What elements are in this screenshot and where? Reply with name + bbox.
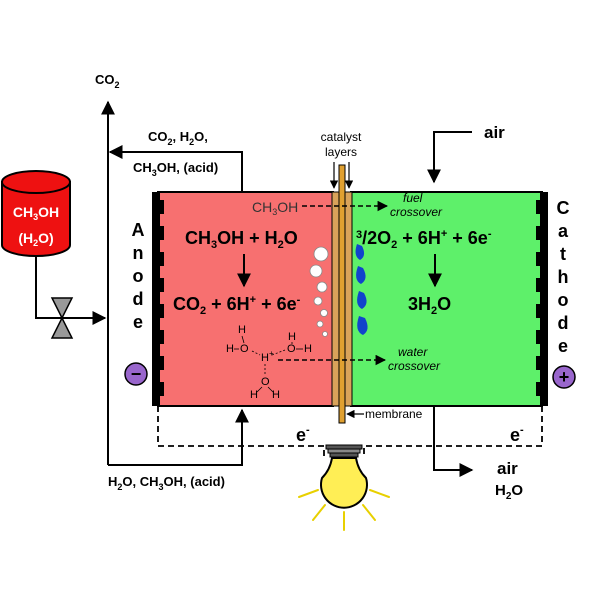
svg-text:e: e (133, 312, 143, 332)
svg-text:H: H (226, 343, 234, 355)
anode-word: A n o d e (132, 220, 145, 332)
cathode-compartment (350, 191, 543, 407)
anode-exhaust-pipe (108, 145, 243, 192)
anode-reactants: CH3OH + H2O (185, 228, 298, 251)
svg-text:+: + (559, 367, 570, 387)
svg-text:O: O (261, 376, 270, 388)
positive-terminal: + (552, 365, 576, 389)
cathode-exhaust-pipe (433, 406, 474, 477)
svg-text:t: t (560, 244, 566, 264)
air-inlet-label: air (484, 123, 505, 142)
external-circuit-right (363, 406, 543, 456)
svg-text:o: o (558, 290, 569, 310)
cathode-electrode (536, 192, 548, 406)
anode-products: CO2 + 6H+ + 6e- (173, 294, 301, 317)
exhaust-label-line2: CH3OH, (acid) (133, 160, 218, 178)
svg-text:n: n (133, 243, 144, 263)
svg-text:H: H (304, 343, 312, 355)
fuel-tank (1, 170, 71, 257)
svg-text:H: H (261, 352, 269, 364)
recycle-pipe (108, 408, 249, 466)
light-bulb-icon (298, 444, 390, 531)
membrane-label: membrane (365, 407, 423, 421)
co2-vent-label: CO2 (95, 72, 120, 90)
svg-text:d: d (558, 313, 569, 333)
svg-text:+: + (269, 349, 274, 358)
external-circuit-left (157, 406, 325, 456)
cathode-reactants: 3/2O2 + 6H+ + 6e- (356, 228, 492, 251)
exhaust-label-line1: CO2, H2O, (148, 129, 208, 147)
hydronium-ion: H H O H O H H + O H H (226, 324, 312, 401)
anode-compartment (157, 191, 334, 407)
svg-text:H: H (250, 389, 258, 401)
cathode-word: C a t h o d e (557, 198, 570, 356)
anode-electrode (152, 192, 164, 406)
catalyst-label-line2: layers (325, 145, 357, 159)
tank-label-methanol: CH3OH (13, 204, 59, 222)
svg-text:−: − (131, 364, 142, 384)
valve-icon (50, 297, 74, 339)
air-outlet-label: air (497, 459, 518, 478)
svg-text:d: d (133, 289, 144, 309)
water-crossover-label-2: crossover (388, 359, 441, 373)
electron-label-right: e- (510, 424, 524, 445)
fuel-crossover-label-2: crossover (390, 205, 443, 219)
negative-terminal: − (124, 362, 148, 386)
svg-text:H: H (288, 331, 296, 343)
recycle-label: H2O, CH3OH, (acid) (108, 474, 225, 492)
water-outlet-label: H2O (495, 482, 523, 502)
svg-text:h: h (558, 267, 569, 287)
electron-label-left: e- (296, 424, 310, 445)
fuel-crossover-label-1: fuel (403, 191, 423, 205)
svg-text:A: A (132, 220, 145, 240)
svg-text:O: O (240, 343, 249, 355)
water-crossover-label-1: water (398, 345, 428, 359)
tank-label-water: (H2O) (18, 230, 53, 248)
anode-catalyst-layer (331, 191, 340, 407)
svg-text:e: e (558, 336, 568, 356)
air-inlet-pipe (427, 131, 472, 184)
catalyst-label-line1: catalyst (321, 130, 362, 144)
cathode-products: 3H2O (408, 294, 451, 317)
svg-text:C: C (557, 198, 570, 218)
svg-text:H: H (272, 389, 280, 401)
svg-text:o: o (133, 266, 144, 286)
fuel-crossover-species: CH3OH (252, 199, 298, 217)
svg-text:H: H (238, 324, 246, 336)
cathode-catalyst-layer (344, 191, 353, 407)
co2-bubbles (309, 246, 329, 337)
tank-outlet-pipe (35, 256, 107, 325)
svg-text:a: a (558, 221, 569, 241)
membrane-strip (338, 164, 346, 424)
water-droplets (355, 244, 368, 335)
svg-text:O: O (287, 343, 296, 355)
